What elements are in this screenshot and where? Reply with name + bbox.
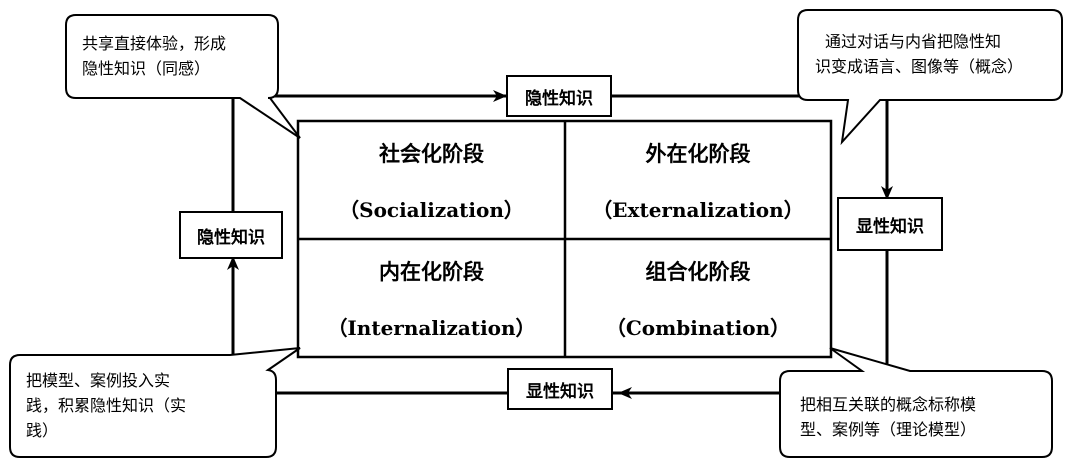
callout-bottom-right-line-2: 型、案例等（理论模型） bbox=[800, 420, 977, 439]
quadrant-internalization-english: （Internalization） bbox=[327, 315, 536, 340]
callout-bottom-right-line-1: 把相互关联的概念标称模 bbox=[800, 395, 977, 414]
callout-top-right-text: 通过对话与内省把隐性知 识变成语言、图像等（概念） bbox=[815, 29, 1055, 79]
callout-bottom-right-bubble bbox=[779, 347, 1053, 458]
label-left: 隐性知识 bbox=[182, 214, 280, 256]
callout-bottom-right-text: 把相互关联的概念标称模 型、案例等（理论模型） bbox=[800, 392, 1045, 442]
quadrant-combination-title: 组合化阶段 bbox=[645, 259, 751, 284]
quadrant-socialization: 社会化阶段 （Socialization） bbox=[300, 124, 563, 237]
callout-top-right-bubble bbox=[797, 9, 1063, 146]
quadrant-externalization-title: 外在化阶段 bbox=[645, 142, 751, 166]
callout-top-right-line-1: 通过对话与内省把隐性知 bbox=[825, 32, 1002, 51]
quadrant-internalization-title: 内在化阶段 bbox=[379, 259, 484, 284]
callout-bottom-left-line-1: 把模型、案例投入实 bbox=[26, 371, 171, 390]
callout-top-left-text: 共享直接体验，形成 隐性知识（同感） bbox=[82, 31, 272, 81]
callout-bottom-left-text: 把模型、案例投入实 践，积累隐性知识（实 践） bbox=[26, 368, 266, 443]
callout-top-left-line-1: 共享直接体验，形成 bbox=[82, 34, 227, 53]
callout-top-left-bubble bbox=[65, 14, 301, 139]
quadrant-combination: 组合化阶段 （Combination） bbox=[567, 241, 829, 355]
quadrant-combination-english: （Combination） bbox=[605, 315, 791, 340]
callout-bottom-left-line-3: 践） bbox=[26, 421, 59, 440]
quadrant-internalization: 内在化阶段 （Internalization） bbox=[300, 241, 563, 355]
callout-bottom-left-bubble bbox=[9, 347, 301, 458]
quadrant-socialization-title: 社会化阶段 bbox=[379, 142, 484, 166]
label-right: 显性知识 bbox=[840, 200, 940, 248]
quadrant-externalization-english: （Externalization） bbox=[592, 198, 804, 222]
callout-top-right-line-2: 识变成语言、图像等（概念） bbox=[815, 57, 1024, 76]
callout-top-left-line-2: 隐性知识（同感） bbox=[82, 59, 211, 78]
label-top: 隐性知识 bbox=[509, 78, 609, 114]
label-bottom: 显性知识 bbox=[510, 371, 610, 407]
callout-bottom-left-line-2: 践，积累隐性知识（实 bbox=[26, 396, 187, 415]
quadrant-externalization: 外在化阶段 （Externalization） bbox=[567, 124, 829, 237]
quadrant-socialization-english: （Socialization） bbox=[339, 198, 524, 222]
